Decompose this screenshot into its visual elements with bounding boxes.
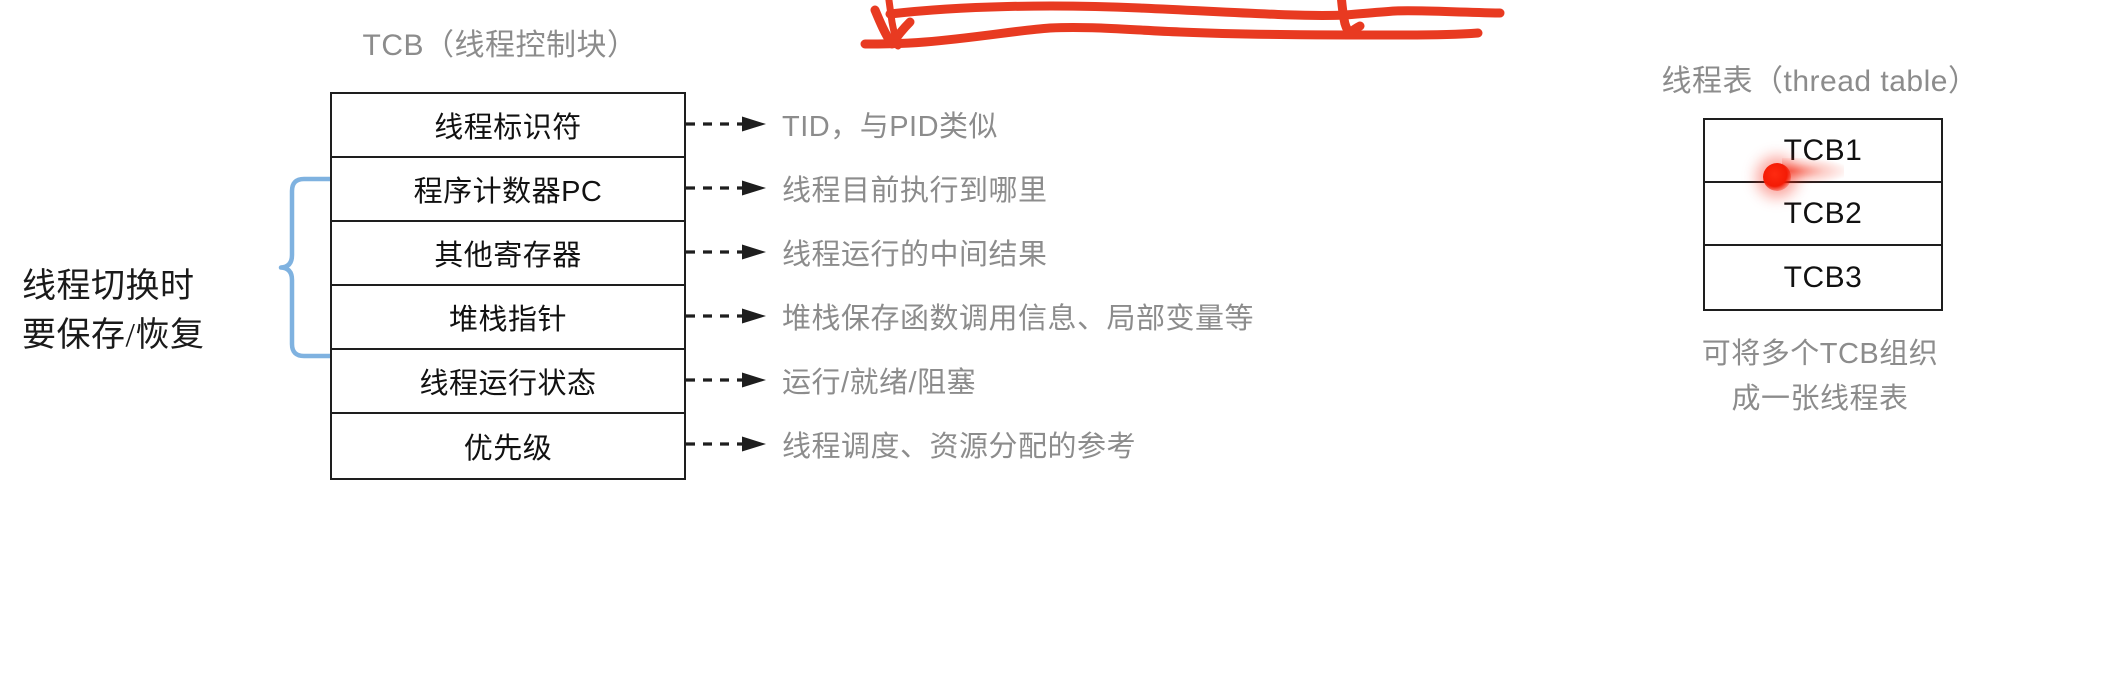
table-row: TCB1	[1705, 120, 1941, 183]
table-row: 优先级	[332, 414, 684, 478]
tcb-field-label: 其他寄存器	[434, 240, 582, 272]
table-row: 堆栈指针	[332, 286, 684, 350]
dashed-arrow-icon	[686, 436, 766, 452]
dashed-arrow-icon	[686, 180, 766, 196]
annotation-text: 线程运行的中间结果	[782, 239, 1048, 271]
dashed-arrow-icon	[686, 308, 766, 324]
table-row: TCB2	[1705, 183, 1941, 246]
annotation-row: 堆栈保存函数调用信息、局部变量等	[686, 284, 1254, 348]
table-row: 线程运行状态	[332, 350, 684, 414]
tcb-title: TCB（线程控制块）	[362, 29, 638, 62]
table-row: TCB3	[1705, 246, 1941, 309]
table-row: 程序计数器PC	[332, 158, 684, 222]
table-row: 线程标识符	[332, 94, 684, 158]
table-row: 其他寄存器	[332, 222, 684, 286]
annotation-row: 线程目前执行到哪里	[686, 156, 1048, 220]
thread-table: TCB1 TCB2 TCB3	[1703, 118, 1943, 311]
thread-table-entry: TCB3	[1783, 260, 1863, 294]
curly-brace-icon	[278, 176, 337, 359]
thread-table-caption: 可将多个TCB组织 成一张线程表	[1701, 338, 1939, 415]
annotation-row: 线程调度、资源分配的参考	[686, 412, 1136, 476]
annotation-row: 运行/就绪/阻塞	[686, 348, 976, 412]
annotation-row: TID，与PID类似	[686, 92, 998, 156]
dashed-arrow-icon	[686, 372, 766, 388]
dashed-arrow-icon	[686, 244, 766, 260]
annotation-text: 线程调度、资源分配的参考	[782, 431, 1137, 463]
tcb-field-label: 堆栈指针	[448, 304, 567, 336]
tcb-field-label: 线程运行状态	[419, 368, 597, 400]
tcb-field-label: 优先级	[463, 433, 553, 465]
tcb-field-label: 程序计数器PC	[413, 176, 603, 208]
annotation-text: 线程目前执行到哪里	[782, 175, 1048, 207]
dashed-arrow-icon	[686, 116, 766, 132]
thread-table-entry: TCB1	[1783, 133, 1863, 167]
annotation-text: 堆栈保存函数调用信息、局部变量等	[782, 303, 1255, 335]
annotation-text: 运行/就绪/阻塞	[782, 367, 977, 399]
annotation-row: 线程运行的中间结果	[686, 220, 1048, 284]
thread-table-title: 线程表（thread table）	[1661, 65, 1979, 98]
thread-switch-label: 线程切换时 要保存/恢复	[22, 268, 205, 355]
annotation-text: TID，与PID类似	[782, 111, 999, 143]
thread-table-entry: TCB2	[1783, 196, 1863, 230]
tcb-table: 线程标识符 程序计数器PC 其他寄存器 堆栈指针 线程运行状态 优先级	[330, 92, 686, 480]
tcb-field-label: 线程标识符	[434, 112, 582, 144]
